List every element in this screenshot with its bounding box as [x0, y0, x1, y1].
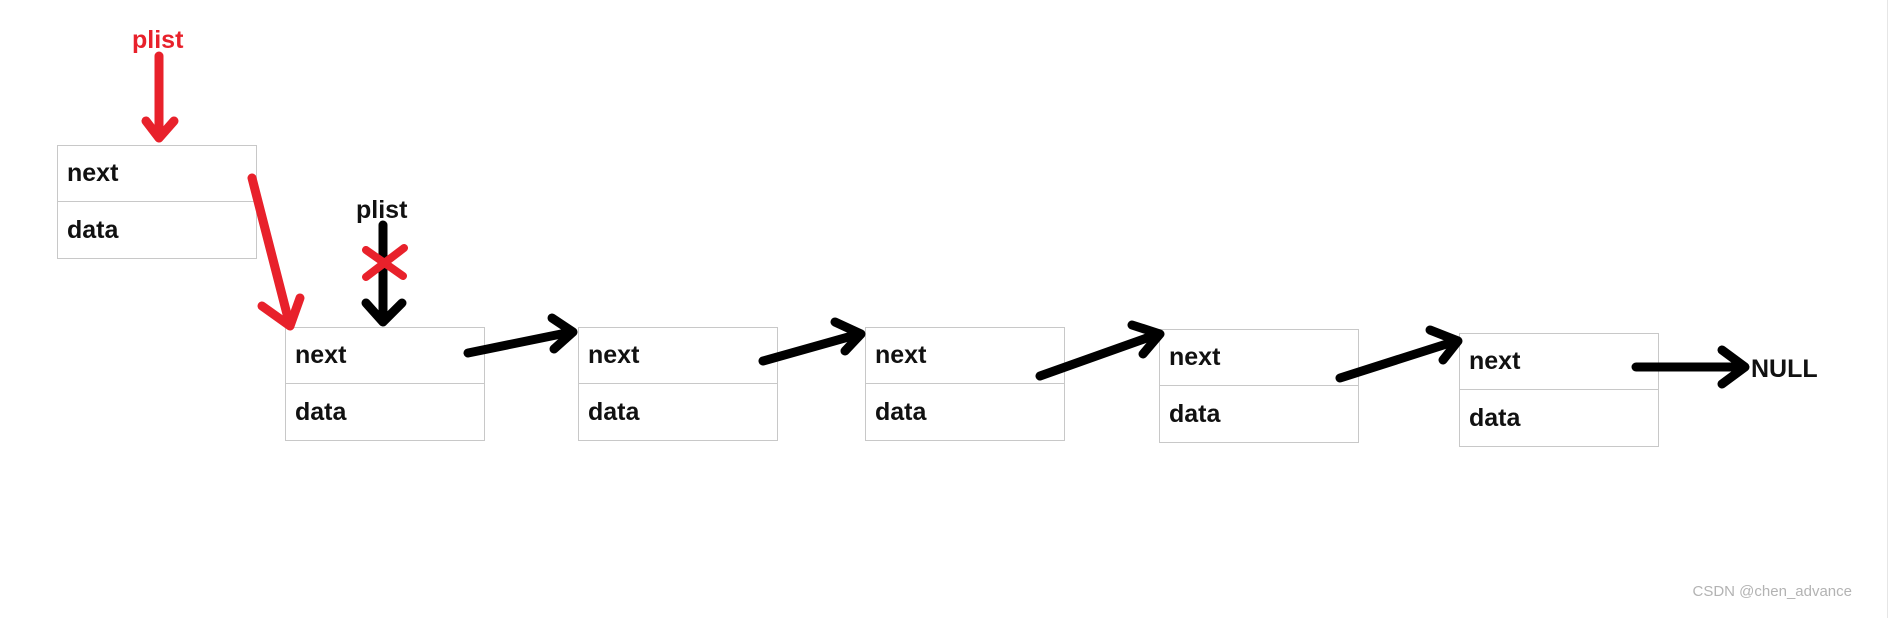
head-node-next-field: next: [58, 146, 256, 202]
node-3-next-label: next: [875, 341, 927, 369]
node-2-data-label: data: [588, 397, 640, 426]
node-5-data-label: data: [1469, 403, 1521, 432]
node-1-data-field: data: [286, 384, 484, 440]
node-1-next-field: next: [286, 328, 484, 384]
node-3-next-field: next: [866, 328, 1064, 384]
head-node: next data: [57, 145, 257, 259]
node-4-next-field: next: [1160, 330, 1358, 386]
node-5-next-label: next: [1469, 347, 1521, 375]
head-pointer-label: plist: [132, 26, 184, 54]
current-pointer-label: plist: [356, 196, 408, 224]
node-4-data-label: data: [1169, 399, 1221, 428]
list-node-4: next data: [1159, 329, 1359, 443]
node-3-data-label: data: [875, 397, 927, 426]
node-4-next-label: next: [1169, 343, 1221, 371]
node-3-data-field: data: [866, 384, 1064, 440]
null-terminator-label: NULL: [1751, 355, 1818, 383]
current-pointer-arrow: [361, 220, 407, 327]
node-2-next-label: next: [588, 341, 640, 369]
node-2-data-field: data: [579, 384, 777, 440]
list-node-2: next data: [578, 327, 778, 441]
head-pointer-arrow: [141, 51, 179, 143]
node-1-next-label: next: [295, 341, 347, 369]
list-node-5: next data: [1459, 333, 1659, 447]
cross-mark-icon: [362, 244, 408, 281]
watermark: CSDN @chen_advance: [1692, 583, 1852, 600]
head-next-red-arrow: [247, 173, 305, 331]
head-node-data-label: data: [67, 215, 119, 244]
node-5-next-field: next: [1460, 334, 1658, 390]
node-2-next-field: next: [579, 328, 777, 384]
head-node-next-label: next: [67, 159, 119, 187]
list-node-1: next data: [285, 327, 485, 441]
list-node-3: next data: [865, 327, 1065, 441]
node-5-data-field: data: [1460, 390, 1658, 446]
node-4-data-field: data: [1160, 386, 1358, 442]
head-node-data-field: data: [58, 202, 256, 258]
node-1-data-label: data: [295, 397, 347, 426]
